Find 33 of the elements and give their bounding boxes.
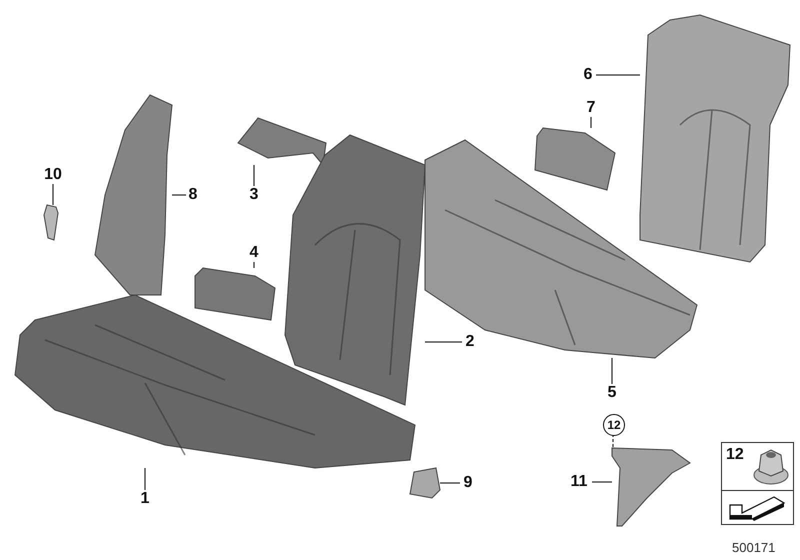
- leader-line: [612, 434, 614, 448]
- callout-number: 9: [460, 474, 476, 492]
- callout-number: 6: [580, 66, 596, 84]
- callout-number: 2: [462, 333, 478, 351]
- callout-number: 7: [583, 99, 599, 117]
- leader-line: [144, 468, 146, 490]
- callout-number: 1: [137, 490, 153, 508]
- leader-line: [172, 194, 186, 196]
- seat-part-drawing: [425, 140, 697, 358]
- seat-part-drawing: [238, 118, 326, 165]
- leader-line: [596, 74, 640, 76]
- seat-part-drawing: [195, 268, 276, 320]
- leader-line: [52, 184, 54, 206]
- seat-part-drawing: [535, 128, 615, 190]
- callout-number: 8: [186, 186, 200, 204]
- callout-number: 12: [603, 414, 625, 436]
- fastener-panel: [721, 442, 794, 525]
- seat-part-drawing: [15, 295, 415, 468]
- seat-part-drawing: [285, 135, 425, 405]
- seat-part-drawing: [410, 468, 440, 498]
- callout-number: 10: [44, 166, 62, 184]
- seat-part-drawing: [95, 95, 172, 295]
- seat-part-drawing: [44, 205, 58, 240]
- leader-line: [440, 482, 460, 484]
- callout-number: 4: [246, 244, 262, 262]
- leader-line: [590, 116, 592, 128]
- callout-number: 11: [566, 473, 592, 491]
- callout-number: 12: [726, 446, 744, 464]
- drawing-number: 500171: [732, 540, 776, 555]
- callout-number: 3: [246, 186, 262, 204]
- seat-part-drawing: [612, 448, 690, 526]
- callout-number: 5: [604, 384, 620, 402]
- seat-part-drawing: [640, 15, 790, 262]
